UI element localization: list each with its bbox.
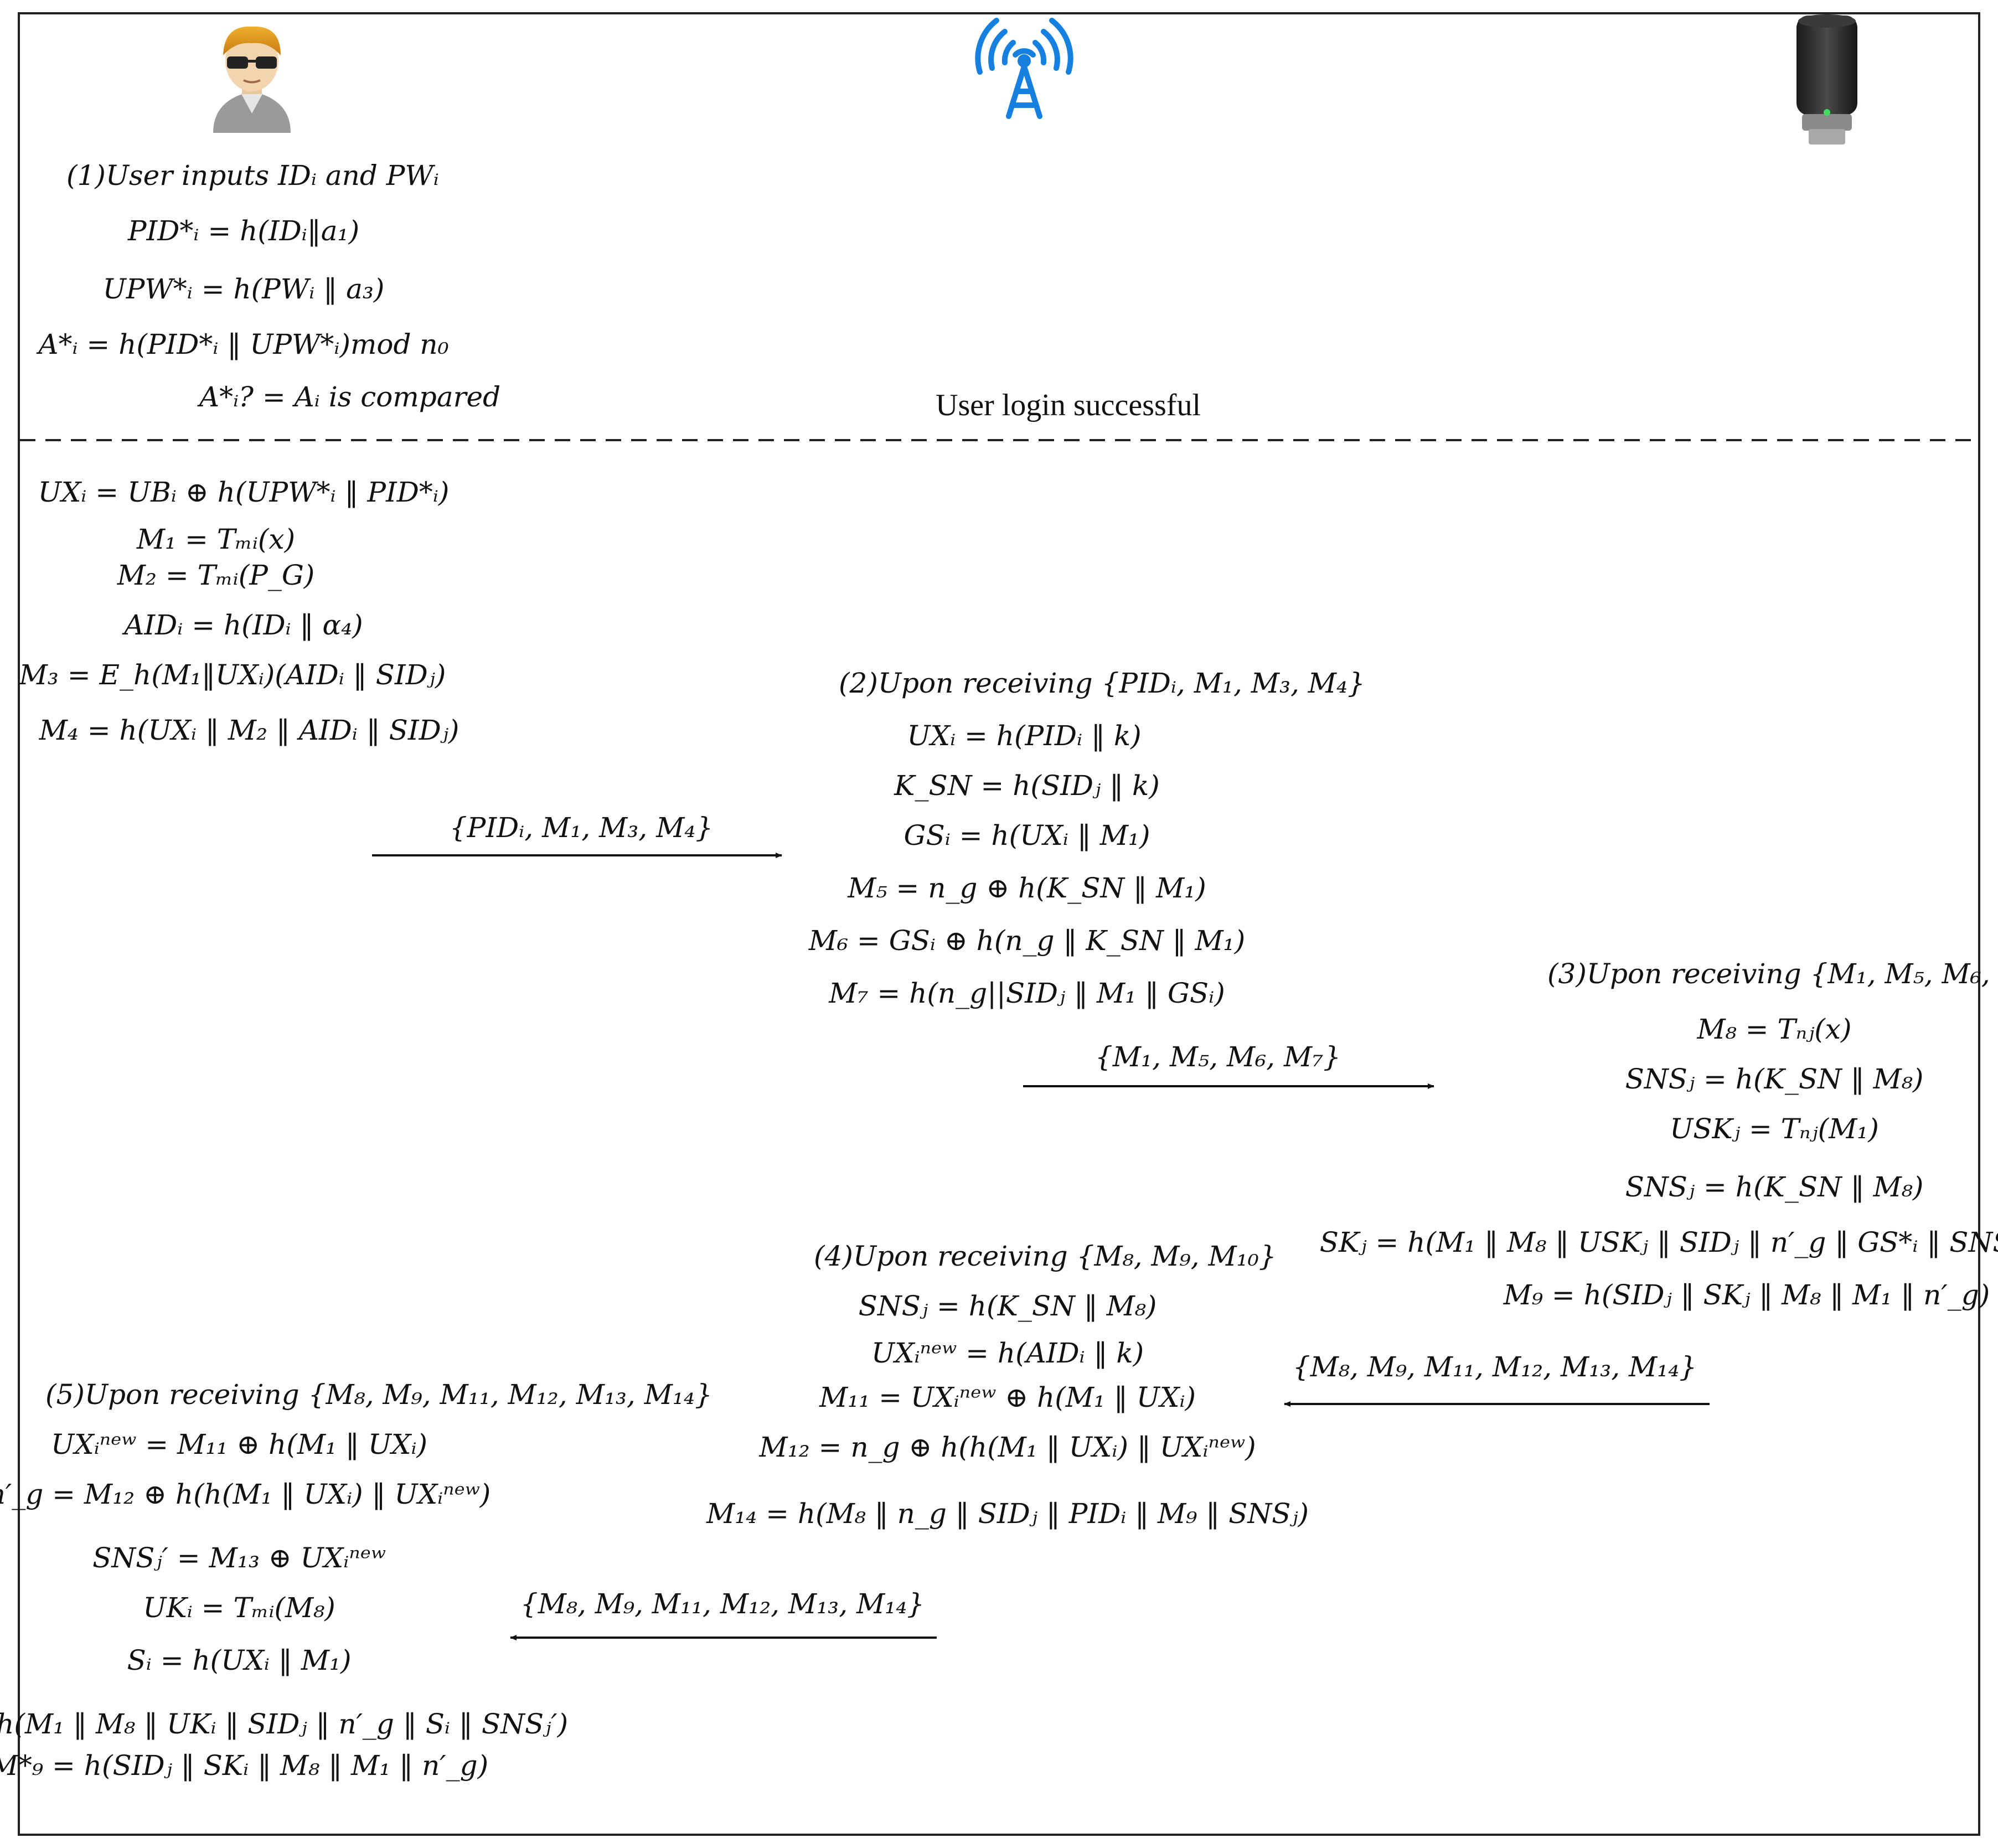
step5-line-3: SNSⱼ′ = M₁₃ ⊕ UXᵢⁿᵉʷ	[92, 1542, 386, 1574]
step2-line-5: M₆ = GSᵢ ⊕ h(n_g ‖ K_SN ‖ M₁)	[808, 925, 1246, 957]
step1b-line-1: M₁ = Tₘᵢ(x)	[136, 523, 296, 555]
step2-line-1: UXᵢ = h(PIDᵢ ‖ k)	[907, 720, 1142, 752]
login-success-label: User login successful	[936, 388, 1201, 422]
step3-line-0: (3)Upon receiving {M₁, M₅, M₆, M₇}	[1547, 958, 1998, 990]
step1-line-3: A*ᵢ = h(PID*ᵢ ‖ UPW*ᵢ)mod n₀	[38, 328, 449, 360]
step1-line-1: PID*ᵢ = h(IDᵢ‖a₁)	[127, 215, 360, 247]
step3-line-1: M₈ = Tₙⱼ(x)	[1697, 1013, 1852, 1045]
step3-line-3: USKⱼ = Tₙⱼ(M₁)	[1670, 1113, 1879, 1145]
sensor-device-icon	[1796, 14, 1857, 144]
antenna-tower-icon	[975, 18, 1073, 119]
step5-line-5: Sᵢ = h(UXᵢ ‖ M₁)	[127, 1644, 352, 1676]
message-label-2: {M₁, M₅, M₆, M₇}	[1095, 1041, 1341, 1073]
step2-line-6: M₇ = h(n_g||SIDⱼ ‖ M₁ ‖ GSᵢ)	[829, 977, 1225, 1009]
step3-line-2: SNSⱼ = h(K_SN ‖ M₈)	[1625, 1063, 1924, 1095]
step4-line-0: (4)Upon receiving {M₈, M₉, M₁₀}	[814, 1240, 1277, 1272]
step5-line-2: n′_g = M₁₂ ⊕ h(h(M₁ ‖ UXᵢ) ‖ UXᵢⁿᵉʷ)	[0, 1478, 491, 1510]
step3-line-4: SNSⱼ = h(K_SN ‖ M₈)	[1625, 1171, 1924, 1203]
step1-line-2: UPW*ᵢ = h(PWᵢ ‖ a₃)	[102, 273, 385, 305]
protocol-diagram	[18, 12, 1980, 1836]
message-label-4: {M₈, M₉, M₁₁, M₁₂, M₁₃, M₁₄}	[520, 1588, 925, 1620]
step2-line-2: K_SN = h(SIDⱼ ‖ k)	[894, 770, 1160, 802]
message-label-1: {PIDᵢ, M₁, M₃, M₄}	[449, 812, 714, 844]
step1b-line-2: M₂ = Tₘᵢ(P_G)	[117, 559, 315, 591]
step5-line-1: UXᵢⁿᵉʷ = M₁₁ ⊕ h(M₁ ‖ UXᵢ)	[50, 1428, 428, 1460]
step3-line-5: SKⱼ = h(M₁ ‖ M₈ ‖ USKⱼ ‖ SIDⱼ ‖ n′_g ‖ G…	[1319, 1226, 1998, 1258]
message-label-3: {M₈, M₉, M₁₁, M₁₂, M₁₃, M₁₄}	[1292, 1351, 1697, 1383]
step4-line-5: M₁₄ = h(M₈ ‖ n_g ‖ SIDⱼ ‖ PIDᵢ ‖ M₉ ‖ SN…	[706, 1498, 1309, 1530]
step2-line-3: GSᵢ = h(UXᵢ ‖ M₁)	[904, 819, 1150, 851]
step4-line-2: UXᵢⁿᵉʷ = h(AIDᵢ ‖ k)	[871, 1337, 1144, 1369]
step1b-line-4: M₃ = E_h(M₁‖UXᵢ)(AIDᵢ ‖ SIDⱼ)	[19, 659, 446, 691]
step1b-line-0: UXᵢ = UBᵢ ⊕ h(UPW*ᵢ ‖ PID*ᵢ)	[38, 476, 450, 508]
step2-line-4: M₅ = n_g ⊕ h(K_SN ‖ M₁)	[848, 872, 1206, 904]
step5-line-4: UKᵢ = Tₘᵢ(M₈)	[143, 1592, 335, 1624]
step5-line-0: (5)Upon receiving {M₈, M₉, M₁₁, M₁₂, M₁₃…	[45, 1379, 713, 1411]
step4-line-3: M₁₁ = UXᵢⁿᵉʷ ⊕ h(M₁ ‖ UXᵢ)	[819, 1381, 1196, 1413]
step2-line-0: (2)Upon receiving {PIDᵢ, M₁, M₃, M₄}	[839, 667, 1365, 699]
user-avatar-icon	[213, 26, 291, 133]
step4-line-4: M₁₂ = n_g ⊕ h(h(M₁ ‖ UXᵢ) ‖ UXᵢⁿᵉʷ)	[759, 1431, 1256, 1463]
step5-line-7: M*₉ = h(SIDⱼ ‖ SKᵢ ‖ M₈ ‖ M₁ ‖ n′_g)	[0, 1749, 489, 1782]
step3-line-6: M₉ = h(SIDⱼ ‖ SKⱼ ‖ M₈ ‖ M₁ ‖ n′_g)	[1503, 1279, 1990, 1311]
step1b-line-5: M₄ = h(UXᵢ ‖ M₂ ‖ AIDᵢ ‖ SIDⱼ)	[39, 714, 460, 746]
step1-line-4: A*ᵢ? = Aᵢ is compared	[199, 381, 501, 413]
step5-line-6: SKᵢ = h(M₁ ‖ M₈ ‖ UKᵢ ‖ SIDⱼ ‖ n′_g ‖ Sᵢ…	[0, 1708, 569, 1740]
step4-line-1: SNSⱼ = h(K_SN ‖ M₈)	[858, 1290, 1157, 1322]
step1b-line-3: AIDᵢ = h(IDᵢ ‖ α₄)	[124, 609, 363, 641]
step1-line-0: (1)User inputs IDᵢ and PWᵢ	[66, 159, 439, 192]
